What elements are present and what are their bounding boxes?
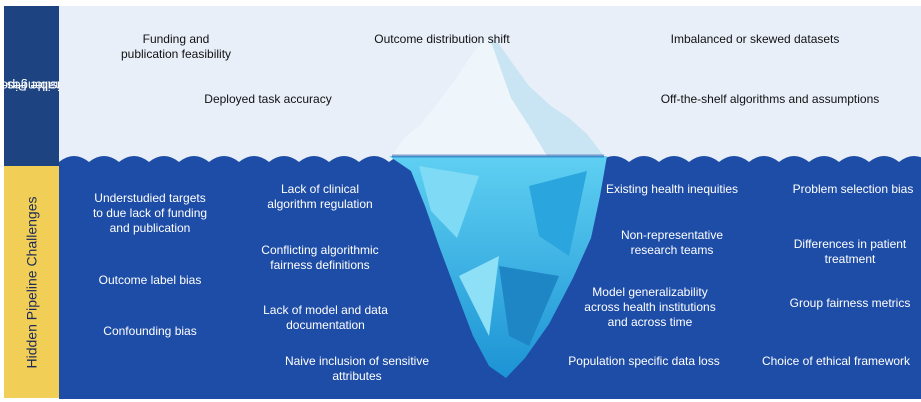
hidden-challenge-group-fairness: Group fairness metrics: [789, 296, 911, 310]
visible-challenge-off-the-shelf: Off-the-shelf algorithms and assumptions: [660, 92, 880, 106]
hidden-challenge-population-data-loss: Population specific data loss: [568, 354, 720, 368]
iceberg-facet: [419, 166, 479, 238]
visible-challenge-outcome-shift: Outcome distribution shift: [374, 32, 510, 46]
iceberg-facet: [529, 171, 587, 256]
iceberg-shadow: [489, 36, 604, 156]
hidden-challenge-problem-selection-bias: Problem selection bias: [792, 182, 914, 196]
hidden-challenge-ethical-framework: Choice of ethical framework: [761, 354, 911, 368]
visible-challenge-task-accuracy: Deployed task accuracy: [204, 92, 332, 106]
hidden-challenge-confounding-bias: Confounding bias: [103, 324, 197, 338]
hidden-challenges-title: Hidden Pipeline Challenges: [23, 195, 40, 369]
iceberg-illustration: [59, 6, 921, 399]
iceberg-facet: [459, 256, 499, 336]
hidden-challenge-outcome-label-bias: Outcome label bias: [98, 273, 202, 287]
hidden-challenges-sidebar: Hidden Pipeline Challenges: [4, 166, 59, 398]
visible-challenge-imbalanced-data: Imbalanced or skewed datasets: [670, 32, 840, 46]
iceberg-facet: [499, 266, 559, 346]
hidden-challenge-health-inequities: Existing health inequities: [605, 182, 739, 196]
